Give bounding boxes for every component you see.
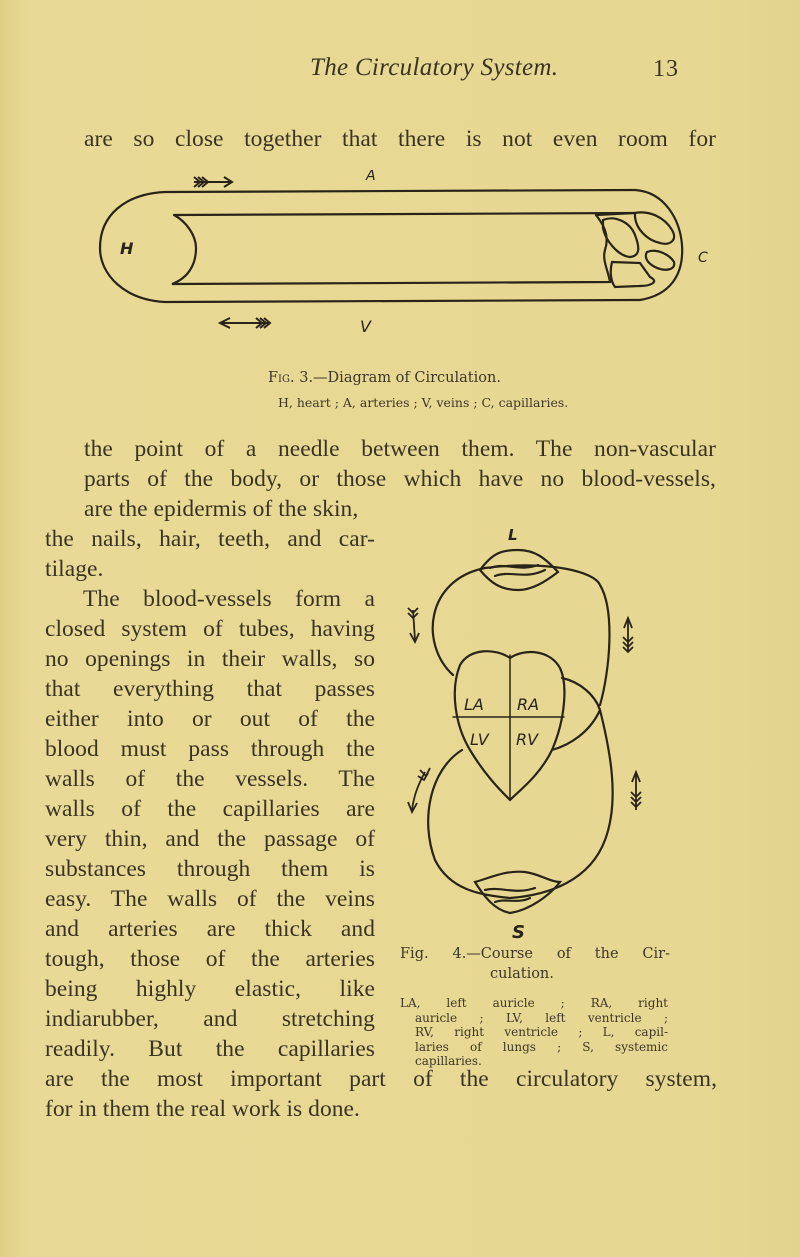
running-head-title: The Circulatory System. [310,54,559,81]
body-line: easy. The walls of the veins [45,886,375,912]
fig-prefix: Fig. [268,370,295,386]
arrow-down-icon [407,607,420,645]
label-c: C [698,250,708,266]
label-h: H [120,239,134,258]
label-l: L [508,526,518,544]
outer-loop [98,188,684,304]
body-line: for in them the real work is done. [45,1096,360,1122]
body-line: blood must pass through the [45,736,375,762]
page-number: 13 [653,56,679,82]
body-line: closed system of tubes, having [45,616,375,642]
arrow-left-icon [217,317,272,329]
figure-4-diagram: L LA RA LV RV S [407,526,642,940]
figure-4-caption-line-1: Fig. 4.—Course of the Cir- [400,946,670,962]
body-line: either into or out of the [45,706,375,732]
body-line: the nails, hair, teeth, and car- [45,526,375,552]
body-line: The blood-vessels form a [83,586,375,612]
figure-3-caption: 3.—Diagram of Circulation. Fig. 3.—Diagr… [268,370,501,386]
arrow-down-left-icon [407,767,431,815]
body-line: indiarubber, and stretching [45,1006,375,1032]
body-line: walls of the capillaries are [45,796,375,822]
legend-line: auricle ; LV, left ventricle ; [415,1010,668,1025]
label-v: V [360,317,372,336]
body-line: being highly elastic, like [45,976,375,1002]
label-ra: RA [517,695,539,714]
label-la: LA [464,695,484,714]
body-line: no openings in their walls, so [45,646,375,672]
body-line: tilage. [45,556,104,582]
body-line: are the epidermis of the skin, [84,496,359,522]
body-line: are the most important part of the circu… [45,1066,717,1092]
figure-4-legend: LA, left auricle ; RA, right auricle ; L… [400,996,668,1069]
legend-line: RV, right ventricle ; L, capil- [415,1025,668,1039]
running-head: The Circulatory System. 13 [0,54,800,84]
body-line: walls of the vessels. The [45,766,375,792]
legend-line: laries of lungs ; S, systemic [415,1039,668,1054]
arrow-up-right-icon [630,769,642,810]
body-line: that everything that passes [45,676,375,702]
figure-3-legend: H, heart ; A, arteries ; V, veins ; C, c… [278,395,569,410]
arrow-up-icon [622,615,634,654]
label-a: A [365,170,376,184]
fig-3-caption-body: 3.—Diagram of Circulation. [299,370,501,386]
body-line: substances through them is [45,856,375,882]
body-line: parts of the body, or those which have n… [84,466,716,492]
legend-line: LA, left auricle ; RA, right [400,996,668,1010]
label-rv: RV [516,730,539,749]
body-line: very thin, and the passage of [45,826,375,852]
arrow-right-icon [193,176,234,188]
body-line: readily. But the capillaries [45,1036,375,1062]
legend-line: capillaries. [415,1054,482,1068]
figure-3-diagram: H A V C [98,170,708,336]
body-line: tough, those of the arteries [45,946,375,972]
body-line: are so close together that there is not … [84,126,716,152]
label-s: S [512,922,525,940]
body-line: and arteries are thick and [45,916,375,942]
figure-4-caption-line-2: culation. [490,966,554,982]
body-line: the point of a needle between them. The … [84,436,716,462]
label-lv: LV [470,730,490,749]
